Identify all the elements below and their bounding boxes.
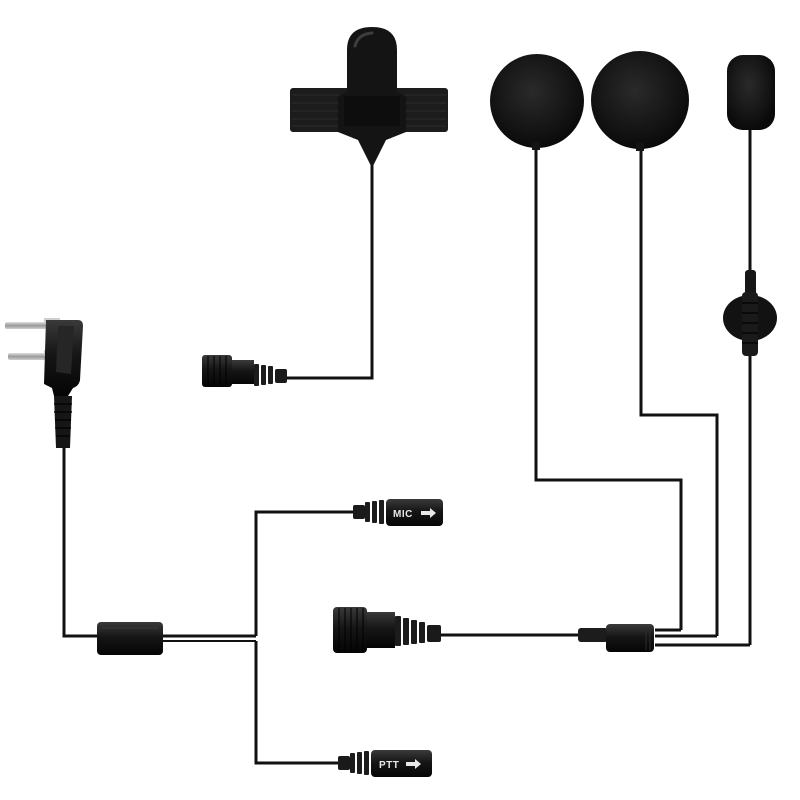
right-speaker-cable — [639, 145, 719, 636]
boom-mic-foam — [727, 55, 775, 130]
cables — [62, 128, 752, 765]
upper-pin — [5, 322, 47, 329]
ptt-connector: PTT — [338, 750, 432, 777]
plug-strain-relief — [54, 396, 72, 448]
radio-plug-two-pin — [5, 318, 83, 448]
left-speaker-cable — [534, 145, 683, 630]
mic-label: MIC — [393, 509, 413, 520]
throat-mic-connector — [202, 355, 287, 387]
helmet-connector — [333, 607, 441, 653]
mic-branch-cable — [254, 510, 356, 636]
junction-wires — [655, 628, 750, 647]
lower-pin — [8, 353, 46, 360]
inline-volume-wheel — [723, 270, 777, 356]
right-speaker-pad — [591, 51, 689, 151]
splitter-box — [97, 622, 163, 655]
throat-mic-strap — [290, 27, 448, 168]
headset-junction — [578, 624, 654, 652]
arrow-right-icon — [406, 759, 421, 769]
radio-plug-cable — [62, 440, 100, 638]
arrow-right-icon — [421, 508, 436, 518]
ptt-label: PTT — [379, 760, 399, 771]
throat-mic-cable — [285, 160, 374, 380]
left-speaker-pad — [490, 54, 584, 150]
ptt-branch-cable — [254, 641, 340, 765]
mic-connector: MIC — [353, 499, 443, 526]
